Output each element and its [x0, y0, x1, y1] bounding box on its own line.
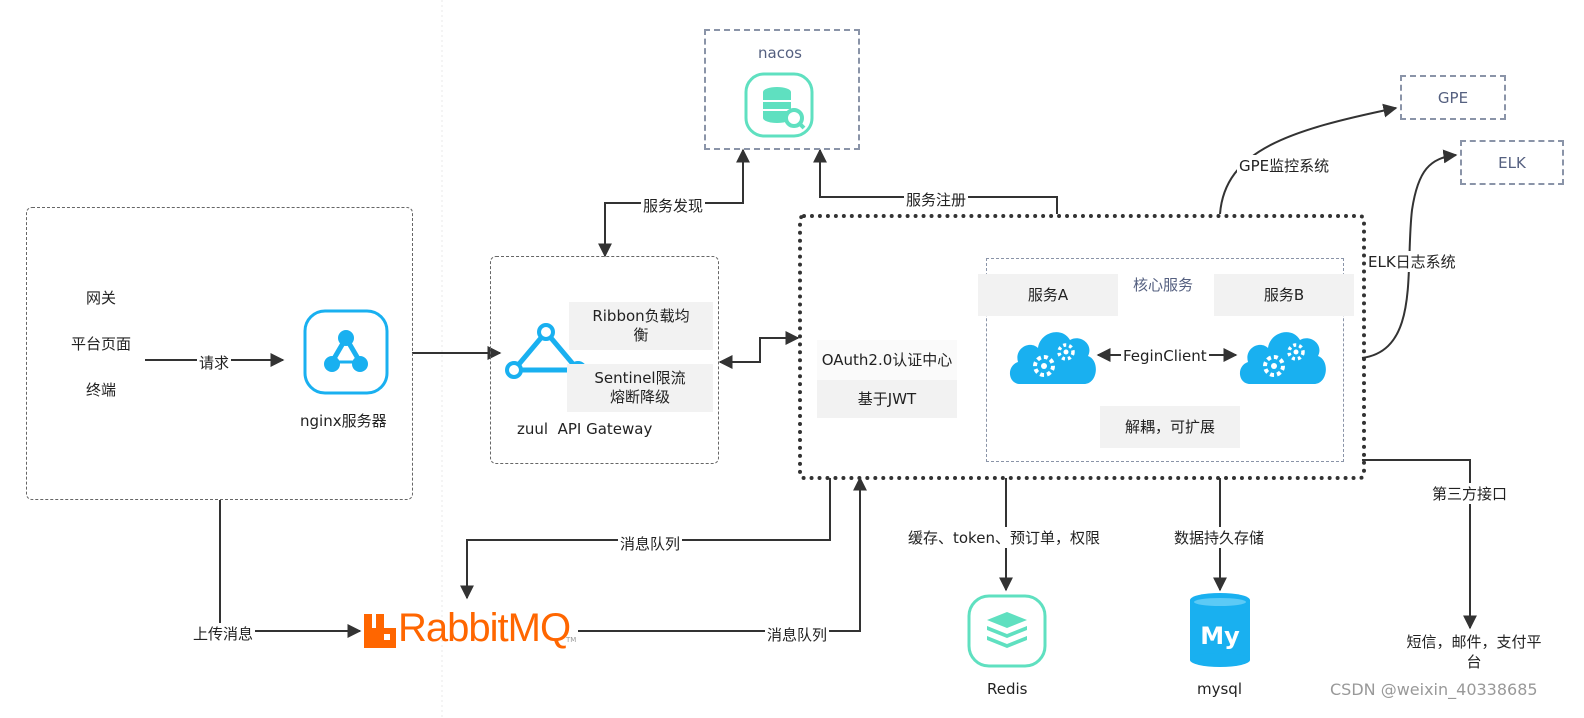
client-line3: 终端 — [86, 381, 117, 399]
sentinel-line1: Sentinel限流 — [594, 369, 686, 387]
rabbitmq-logo: RabbitMQ TM — [360, 606, 580, 654]
nginx-label: nginx服务器 — [300, 412, 387, 430]
core-services-title: 核心服务 — [1133, 276, 1194, 294]
ribbon-line1: Ribbon负载均 — [592, 307, 690, 325]
network-node-icon — [302, 308, 390, 396]
thirdparty-target-line1: 短信，邮件，支付平 — [1406, 633, 1542, 651]
jwt-chip: 基于JWT — [817, 380, 957, 418]
svg-text:My: My — [1200, 622, 1240, 650]
redis-stack-icon — [967, 594, 1047, 668]
ribbon-line2: 衡 — [633, 326, 649, 344]
thirdparty-target-line2: 台 — [1466, 653, 1482, 671]
thirdparty-label: 第三方接口 — [1430, 483, 1510, 504]
gateway-box — [490, 256, 719, 464]
gpe-arrow — [1219, 103, 1398, 215]
client-line2: 平台页面 — [71, 335, 132, 353]
gateway-label: zuul API Gateway — [517, 420, 653, 438]
upload-label: 上传消息 — [191, 623, 256, 644]
request-label: 请求 — [197, 352, 232, 373]
elk-label: ELK — [1498, 153, 1526, 172]
client-box — [26, 207, 413, 500]
queue-arrow-bottom — [578, 476, 867, 632]
elk-box: ELK — [1460, 140, 1564, 185]
gpe-box: GPE — [1400, 75, 1506, 120]
watermark: CSDN @weixin_40338685 — [1330, 680, 1538, 699]
database-wrench-icon — [744, 72, 814, 138]
decouple-chip: 解耦，可扩展 — [1100, 406, 1240, 448]
client-line1: 网关 — [86, 289, 117, 307]
ribbon-chip: Ribbon负载均 衡 — [569, 302, 713, 350]
register-label: 服务注册 — [904, 189, 969, 210]
gpe-label: GPE — [1437, 88, 1469, 107]
core-services-box — [986, 258, 1344, 462]
mysql-cylinder-icon: My — [1188, 592, 1252, 668]
elk-system-label: ELK日志系统 — [1366, 251, 1458, 272]
core-box — [798, 214, 1366, 480]
upload-arrow — [219, 500, 362, 638]
sentinel-chip: Sentinel限流 熔断降级 — [567, 364, 713, 412]
mysql-label: mysql — [1197, 680, 1242, 698]
service-b-chip: 服务B — [1214, 274, 1354, 316]
gateway-core-arrow — [718, 331, 800, 369]
elk-arrow — [1361, 149, 1458, 359]
queue-label-top: 消息队列 — [618, 533, 683, 554]
nacos-label: nacos — [758, 44, 802, 62]
cloud-gears-icon — [1006, 318, 1100, 390]
thirdparty-arrow — [1362, 459, 1477, 630]
sentinel-line2: 熔断降级 — [609, 388, 670, 406]
queue-label-bottom: 消息队列 — [765, 624, 830, 645]
redis-label: Redis — [987, 680, 1028, 698]
thirdparty-target: 短信，邮件，支付平 台 — [1398, 632, 1550, 672]
mysql-desc-label: 数据持久存储 — [1172, 527, 1267, 548]
rabbit-icon — [364, 614, 396, 648]
gpe-system-label: GPE监控系统 — [1237, 155, 1332, 176]
discovery-label: 服务发现 — [641, 195, 706, 216]
rabbit-tm: TM — [566, 636, 577, 644]
redis-desc-label: 缓存、token、预订单，权限 — [906, 527, 1102, 548]
fegin-label: FeginClient — [1121, 347, 1209, 365]
cloud-gears-icon — [1236, 318, 1330, 390]
oauth-chip: OAuth2.0认证中心 — [817, 340, 957, 380]
rabbit-text: RabbitMQ — [398, 606, 571, 650]
service-a-chip: 服务A — [978, 274, 1118, 316]
nacos-box — [704, 29, 860, 150]
